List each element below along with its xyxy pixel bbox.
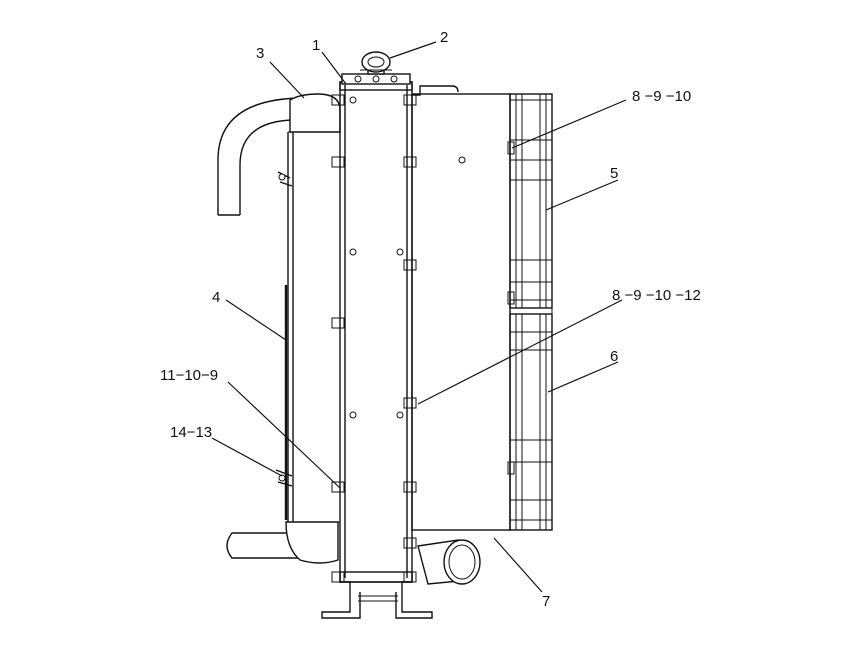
mounting-feet (321, 581, 433, 619)
callout-8-9-10-12: 8 −9 −10 −12 (612, 287, 701, 304)
upper-fan-guard (507, 93, 553, 309)
callout-1: 1 (312, 37, 320, 54)
callout-2: 2 (440, 29, 448, 46)
callout-6: 6 (610, 348, 618, 365)
leader-lines (211, 41, 627, 593)
callout-8-9-10: 8 −9 −10 (632, 88, 691, 105)
lower-fan-guard (507, 307, 553, 531)
callout-4: 4 (212, 289, 220, 306)
callout-7: 7 (542, 593, 550, 610)
drain-pipe (417, 539, 481, 585)
callout-11-10-9: 11−10−9 (160, 367, 218, 384)
callout-5: 5 (610, 165, 618, 182)
upper-inlet-pipe (217, 93, 341, 216)
callout-3: 3 (256, 45, 264, 62)
fan-shroud (411, 93, 511, 531)
left-side-tank (275, 131, 340, 523)
callout-14-13: 14−13 (170, 424, 212, 441)
lower-outlet-pipe (226, 521, 339, 564)
radiator-core (331, 81, 417, 583)
filler-cap (341, 51, 459, 96)
